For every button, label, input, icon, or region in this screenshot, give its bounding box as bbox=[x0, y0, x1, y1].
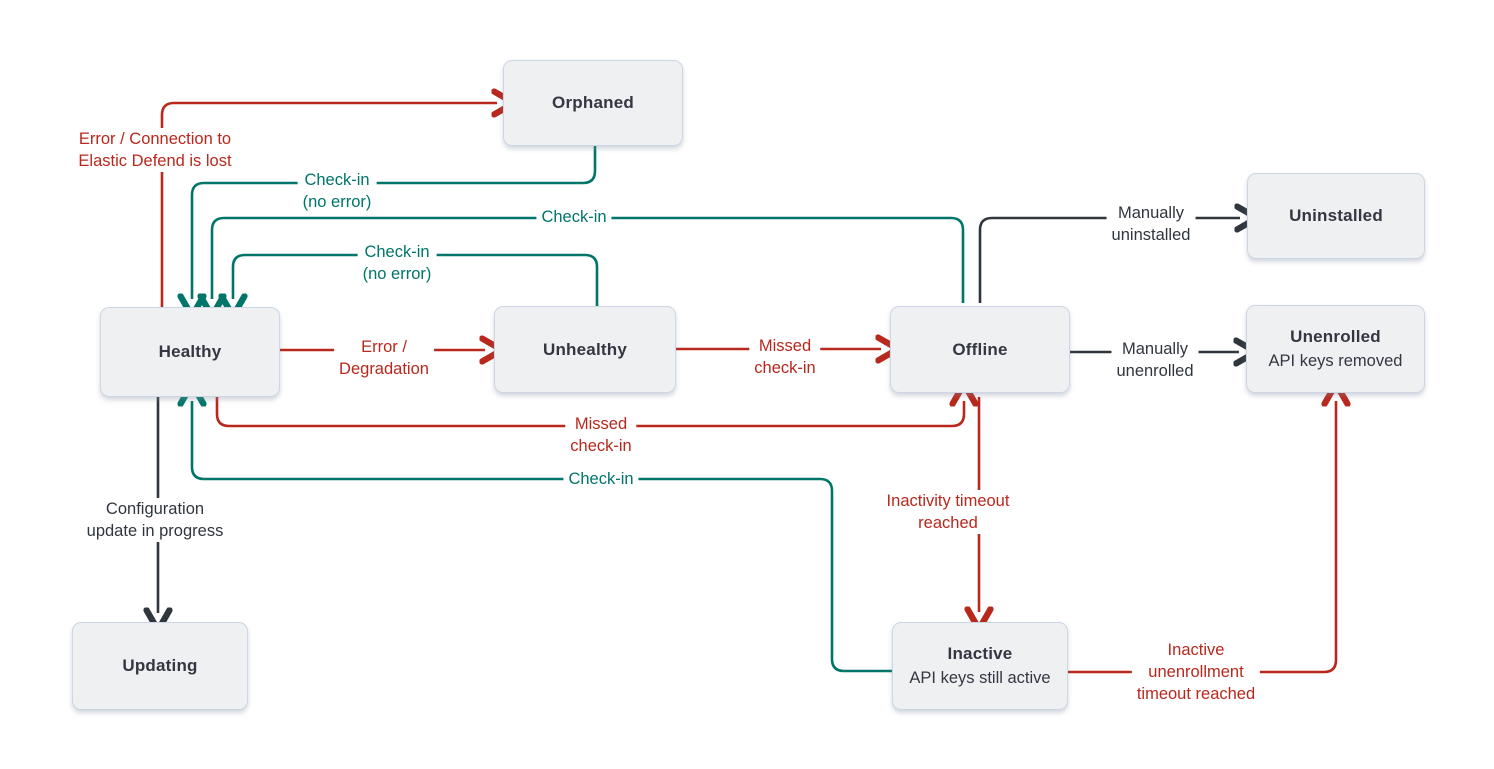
edge-label-line: Configuration bbox=[105, 500, 205, 518]
edge-label-line: uninstalled bbox=[1111, 226, 1191, 244]
edge-label-line: Missed bbox=[574, 415, 628, 433]
node-healthy-label: Healthy bbox=[158, 342, 222, 361]
edge-label-line: Check-in bbox=[364, 243, 430, 261]
edge-label-line: Check-in bbox=[568, 470, 634, 488]
edge-label-line: reached bbox=[918, 514, 978, 532]
edge-offline-to-uninstalled bbox=[978, 218, 1240, 303]
edge-inactive-to-healthy bbox=[192, 401, 892, 673]
node-unenrolled-sublabel: API keys removed bbox=[1268, 352, 1403, 370]
edge-label-healthy-to-unhealthy: Error / Degradation bbox=[334, 336, 434, 380]
edge-inactive-to-unenrolled bbox=[1068, 401, 1336, 674]
edge-label-line: update in progress bbox=[86, 522, 224, 540]
edge-label-line: Error / Connection to bbox=[78, 130, 232, 148]
edge-label-inactive-to-unenrolled: Inactive unenrollment timeout reached bbox=[1131, 639, 1261, 705]
edge-label-healthy-to-offline-missed-checkin: Missed check-in bbox=[565, 413, 637, 457]
node-offline-label: Offline bbox=[952, 339, 1008, 359]
edge-label-line: unenrollment bbox=[1148, 663, 1244, 681]
edge-label-line: (no error) bbox=[302, 193, 372, 211]
edge-label-line: Missed bbox=[758, 337, 812, 355]
node-orphaned-label: Orphaned bbox=[552, 93, 634, 112]
edge-label-unhealthy-to-healthy: Check-in (no error) bbox=[357, 241, 437, 285]
node-unhealthy-label: Unhealthy bbox=[543, 339, 627, 359]
edge-label-line: Inactivity timeout bbox=[886, 492, 1010, 510]
edge-label-line: Check-in bbox=[541, 208, 607, 226]
edge-label-line: Manually bbox=[1121, 340, 1189, 358]
edge-offline-to-healthy bbox=[212, 216, 965, 303]
edge-label-offline-to-healthy: Check-in bbox=[536, 206, 612, 228]
edge-label-line: check-in bbox=[754, 359, 816, 377]
edge-label-line: Elastic Defend is lost bbox=[78, 152, 232, 170]
edge-label-orphaned-to-healthy: Check-in (no error) bbox=[297, 169, 377, 213]
edge-label-line: Degradation bbox=[339, 360, 429, 378]
node-healthy: Healthy bbox=[100, 307, 280, 397]
node-inactive-label: Inactive bbox=[947, 644, 1013, 663]
edge-label-line: (no error) bbox=[362, 265, 432, 283]
edge-label-offline-to-uninstalled: Manually uninstalled bbox=[1106, 202, 1196, 246]
edge-label-line: Error / bbox=[361, 338, 407, 356]
node-unenrolled-label: Unenrolled bbox=[1290, 327, 1381, 346]
edge-orphaned-to-healthy bbox=[192, 146, 597, 299]
edge-label-healthy-to-updating: Configuration update in progress bbox=[81, 498, 229, 542]
node-uninstalled-label: Uninstalled bbox=[1289, 206, 1383, 225]
edge-healthy-to-orphaned bbox=[160, 103, 497, 307]
edge-label-line: Manually bbox=[1117, 204, 1185, 222]
node-uninstalled: Uninstalled bbox=[1247, 173, 1425, 259]
node-offline: Offline bbox=[890, 306, 1070, 393]
node-orphaned: Orphaned bbox=[503, 60, 683, 146]
edge-label-line: timeout reached bbox=[1136, 685, 1256, 703]
edge-label-offline-to-unenrolled: Manually unenrolled bbox=[1111, 338, 1199, 382]
edge-label-offline-to-inactive: Inactivity timeout reached bbox=[881, 490, 1015, 534]
node-unhealthy: Unhealthy bbox=[494, 306, 676, 393]
node-inactive-sublabel: API keys still active bbox=[909, 669, 1051, 687]
node-updating: Updating bbox=[72, 622, 248, 710]
edge-label-line: check-in bbox=[570, 437, 632, 455]
edge-label-unhealthy-to-offline: Missed check-in bbox=[749, 335, 821, 379]
edge-label-healthy-to-orphaned: Error / Connection to Elastic Defend is l… bbox=[73, 128, 237, 172]
edge-label-line: Inactive bbox=[1167, 641, 1225, 659]
node-updating-label: Updating bbox=[122, 656, 198, 675]
edge-label-line: unenrolled bbox=[1116, 362, 1194, 380]
edge-label-inactive-to-healthy: Check-in bbox=[563, 468, 639, 490]
edge-label-line: Check-in bbox=[304, 171, 370, 189]
